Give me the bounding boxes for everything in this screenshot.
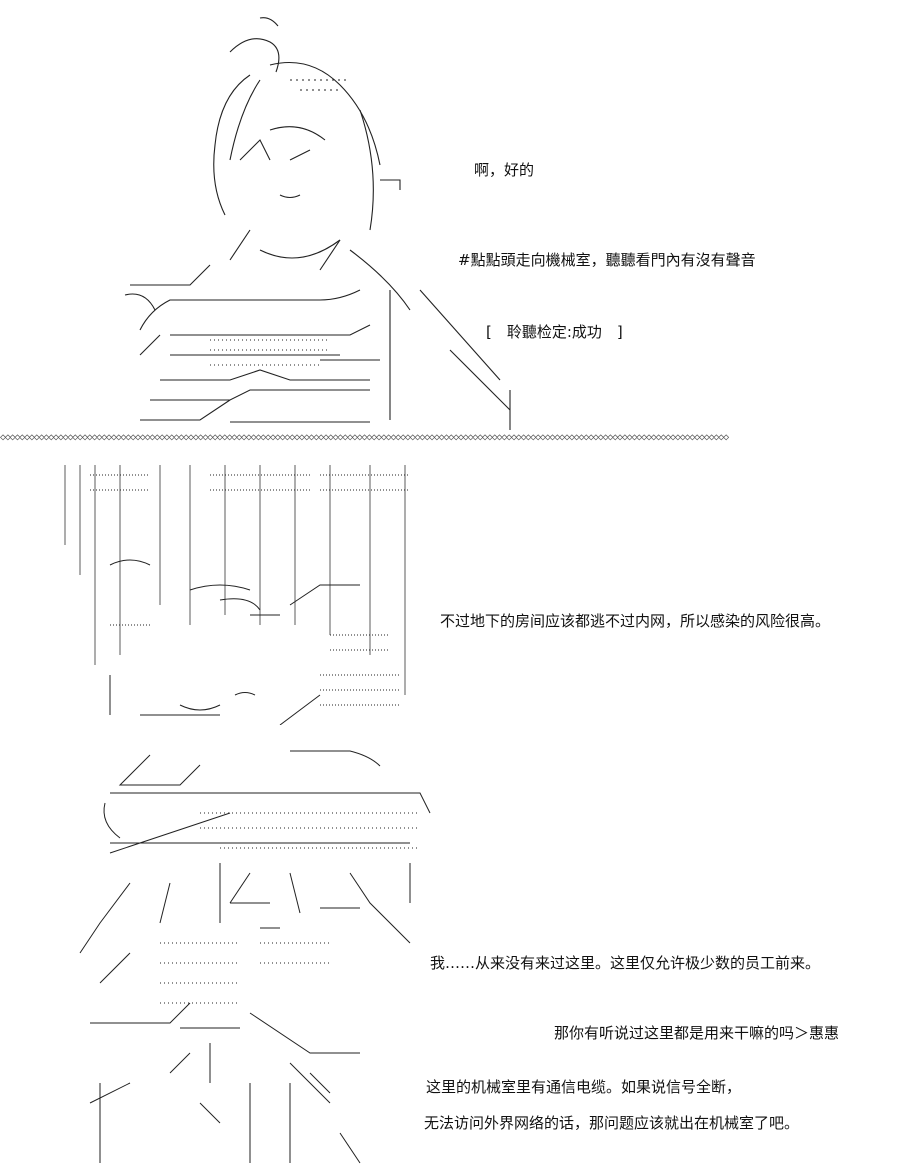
section-divider: ◇◇◇◇◇◇◇◇◇◇◇◇◇◇◇◇◇◇◇◇◇◇◇◇◇◇◇◇◇◇◇◇◇◇◇◇◇◇◇◇… bbox=[0, 432, 729, 443]
skill-check-result: [ 聆聽检定:成功 ] bbox=[486, 323, 623, 341]
panel-top: 啊，好的 #點點頭走向機械室，聽聽看門內有沒有聲音 [ 聆聽检定:成功 ] bbox=[0, 0, 900, 430]
dialogue-line-question: 那你有听说过这里都是用来干嘛的吗＞惠惠 bbox=[554, 1024, 840, 1042]
action-line-nod-listen: #點點頭走向機械室，聽聽看門內有沒有聲音 bbox=[458, 251, 756, 269]
dialogue-line-cable: 这里的机械室里有通信电缆。如果说信号全断， bbox=[426, 1078, 742, 1096]
dialogue-line-problem: 无法访问外界网络的话，那问题应该就出在机械室了吧。 bbox=[424, 1114, 800, 1132]
dialogue-line-intranet: 不过地下的房间应该都逃不过内网，所以感染的风险很高。 bbox=[440, 612, 831, 630]
ascii-art-character-2 bbox=[50, 465, 430, 725]
ascii-art-character-3 bbox=[50, 743, 440, 1165]
ascii-art-character-1 bbox=[120, 10, 540, 430]
dialogue-line-never-been: 我……从来没有来过这里。这里仅允许极少数的员工前来。 bbox=[430, 954, 821, 972]
panel-bottom: 不过地下的房间应该都逃不过内网，所以感染的风险很高。 bbox=[0, 445, 900, 1165]
dialogue-line-ok: 啊，好的 bbox=[474, 161, 535, 179]
